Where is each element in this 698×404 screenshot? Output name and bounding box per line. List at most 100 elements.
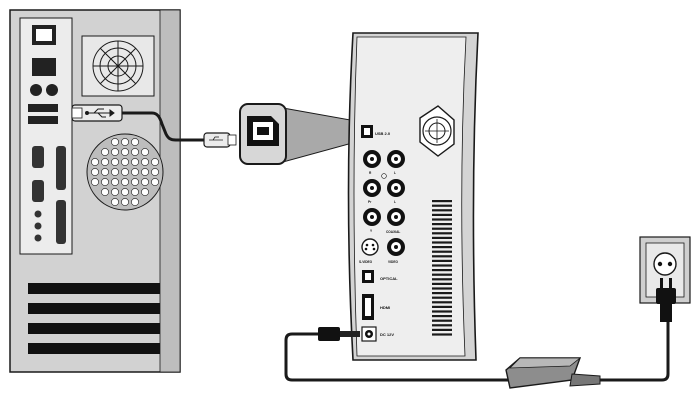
optical-port-inner [365,273,371,280]
vent-slot [432,213,452,216]
vent-slot [432,278,452,281]
usb-port-top [28,104,58,112]
vent-hole [141,158,149,166]
rca-jack-pr [363,179,381,197]
callout-beam [282,107,357,163]
serial-port-2 [32,180,44,202]
vent-hole [141,178,149,186]
vent-hole [131,168,139,176]
vent-hole [131,148,139,156]
vent-hole [111,168,119,176]
vent-slot [432,273,452,276]
audio-jack-1 [34,210,42,218]
vent-slot [432,282,452,285]
vent-hole [111,188,119,196]
vent-hole [141,188,149,196]
vent-hole [91,158,99,166]
vent-hole [111,148,119,156]
ps2-port-inner [36,29,52,41]
power-adapter-top [509,357,582,369]
vent-slot [432,287,452,290]
vent-hole [101,178,109,186]
label-y: Y [370,229,373,233]
media-player: USB 2.0 R L Pr L Y COAXIAL S-VIDEO VIDEO… [347,32,479,361]
usb-a-plug-tip [71,107,83,119]
vent-hole [111,138,119,146]
network-port [32,58,56,76]
vent-slot [432,232,452,235]
vent-slot [432,269,452,272]
label-pr: Pr [368,200,372,204]
vent-slot [432,264,452,267]
label-usb: USB 2.0 [375,131,391,136]
usb-cable-wire [122,111,212,142]
vent-slot [432,204,452,207]
rca-jack-l-top [387,150,405,168]
audio-jack-3 [34,234,42,242]
vent-hole [131,188,139,196]
vent-slot [432,333,452,336]
vent-hole [121,198,129,206]
vent-hole [131,198,139,206]
side-vent [432,200,452,336]
vent-hole [91,178,99,186]
vent-slot [432,292,452,295]
power-plug-icon [656,278,676,322]
expansion-slot-2 [28,303,160,314]
case-vent-holes [91,138,159,206]
expansion-slot-4 [28,343,160,354]
label-r-top: R [369,171,372,175]
vent-hole [131,178,139,186]
usb-2-port-inner [364,128,370,135]
vent-slot [432,310,452,313]
usb-port-callout [239,103,357,165]
led-indicator [381,173,387,179]
vent-slot [432,315,452,318]
vent-hole [101,168,109,176]
rca-jack-video [387,238,405,256]
vent-hole [91,168,99,176]
vent-hole [121,188,129,196]
vent-slot [432,227,452,230]
vent-slot [432,209,452,212]
expansion-slot-1 [28,283,160,294]
wall-outlet-icon [653,252,677,276]
rca-jack-coaxial [387,208,405,226]
serial-port-1 [32,146,44,168]
fan-grille-icon [419,105,455,157]
label-l-top: L [394,171,396,175]
audio-jack-2 [34,222,42,230]
label-dc: DC 12V [380,332,394,337]
parallel-port-2 [56,200,66,244]
vent-slot [432,223,452,226]
vent-slot [432,305,452,308]
fan-grille-icon [92,40,144,92]
dc-cable-wire [284,332,508,382]
keyboard-port [46,84,58,96]
rca-jack-r-top [363,150,381,168]
vent-slot [432,246,452,249]
power-adapter-strain-relief [569,373,601,387]
label-optical: OPTICAL [380,276,398,281]
vent-hole [141,168,149,176]
vent-hole [101,148,109,156]
vent-slot [432,250,452,253]
vent-hole [111,178,119,186]
vent-hole [141,148,149,156]
hdmi-port-inner [365,298,371,316]
label-l-mid: L [394,200,396,204]
vent-hole [121,178,129,186]
label-hdmi: HDMI [380,305,390,310]
vent-hole [101,158,109,166]
vent-slot [432,259,452,262]
vent-slot [432,255,452,258]
power-cable [284,236,691,389]
vent-slot [432,296,452,299]
dc-plug-tip [340,331,360,337]
label-svideo: S-VIDEO [359,260,373,264]
vent-hole [121,138,129,146]
vent-hole [151,168,159,176]
rca-jack-y [363,208,381,226]
vent-slot [432,236,452,239]
